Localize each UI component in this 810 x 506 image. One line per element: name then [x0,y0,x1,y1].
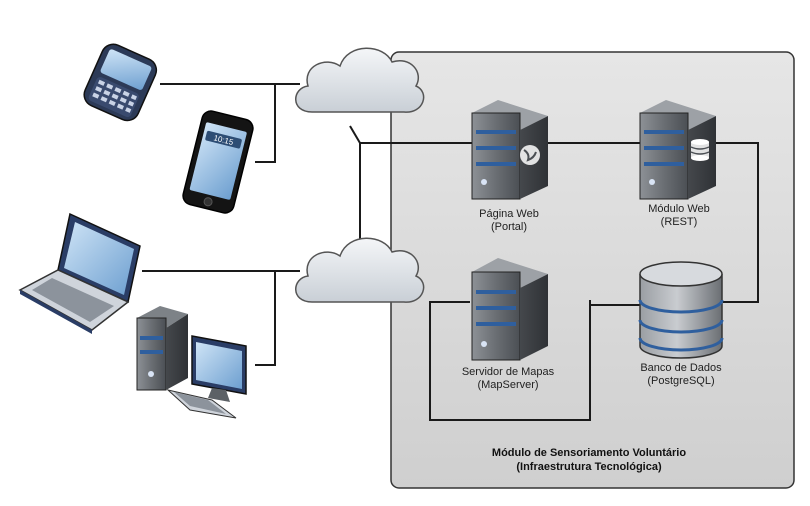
desktop-computer-icon [136,306,247,419]
label-map-server-line2: (MapServer) [477,379,539,391]
smartphone-touch-icon: 10:15 [182,110,254,214]
database-icon [638,261,724,359]
infrastructure-container [390,51,795,489]
container-title-line1: Módulo de Sensoriamento Voluntário [491,447,687,459]
label-database-line2: (PostgreSQL) [647,375,715,387]
small-database-icon [690,139,710,161]
label-web-page-line1: Página Web [479,208,539,220]
server-icon-web-page [471,100,548,200]
cloud-icon [295,47,425,113]
label-web-module-line2: (REST) [660,216,698,228]
container-title: Módulo de Sensoriamento Voluntário (Infr… [430,446,748,474]
container-title-line2: (Infraestrutura Tecnológica) [516,461,662,473]
label-database-line1: Banco de Dados [640,362,722,374]
label-map-server-line1: Servidor de Mapas [461,366,555,378]
server-icon-web-module [639,100,716,200]
laptop-icon [18,212,141,334]
smartphone-keyboard-icon [83,43,158,122]
label-web-module: Módulo Web (REST) [624,203,734,229]
globe-icon [520,145,540,165]
label-web-page-line2: (Portal) [490,221,528,233]
label-database: Banco de Dados (PostgreSQL) [616,362,746,388]
cloud-icon [295,237,425,303]
label-map-server: Servidor de Mapas (MapServer) [438,366,578,392]
server-icon-map-server [471,258,548,361]
label-web-page: Página Web (Portal) [454,208,564,234]
label-web-module-line1: Módulo Web [648,203,710,215]
